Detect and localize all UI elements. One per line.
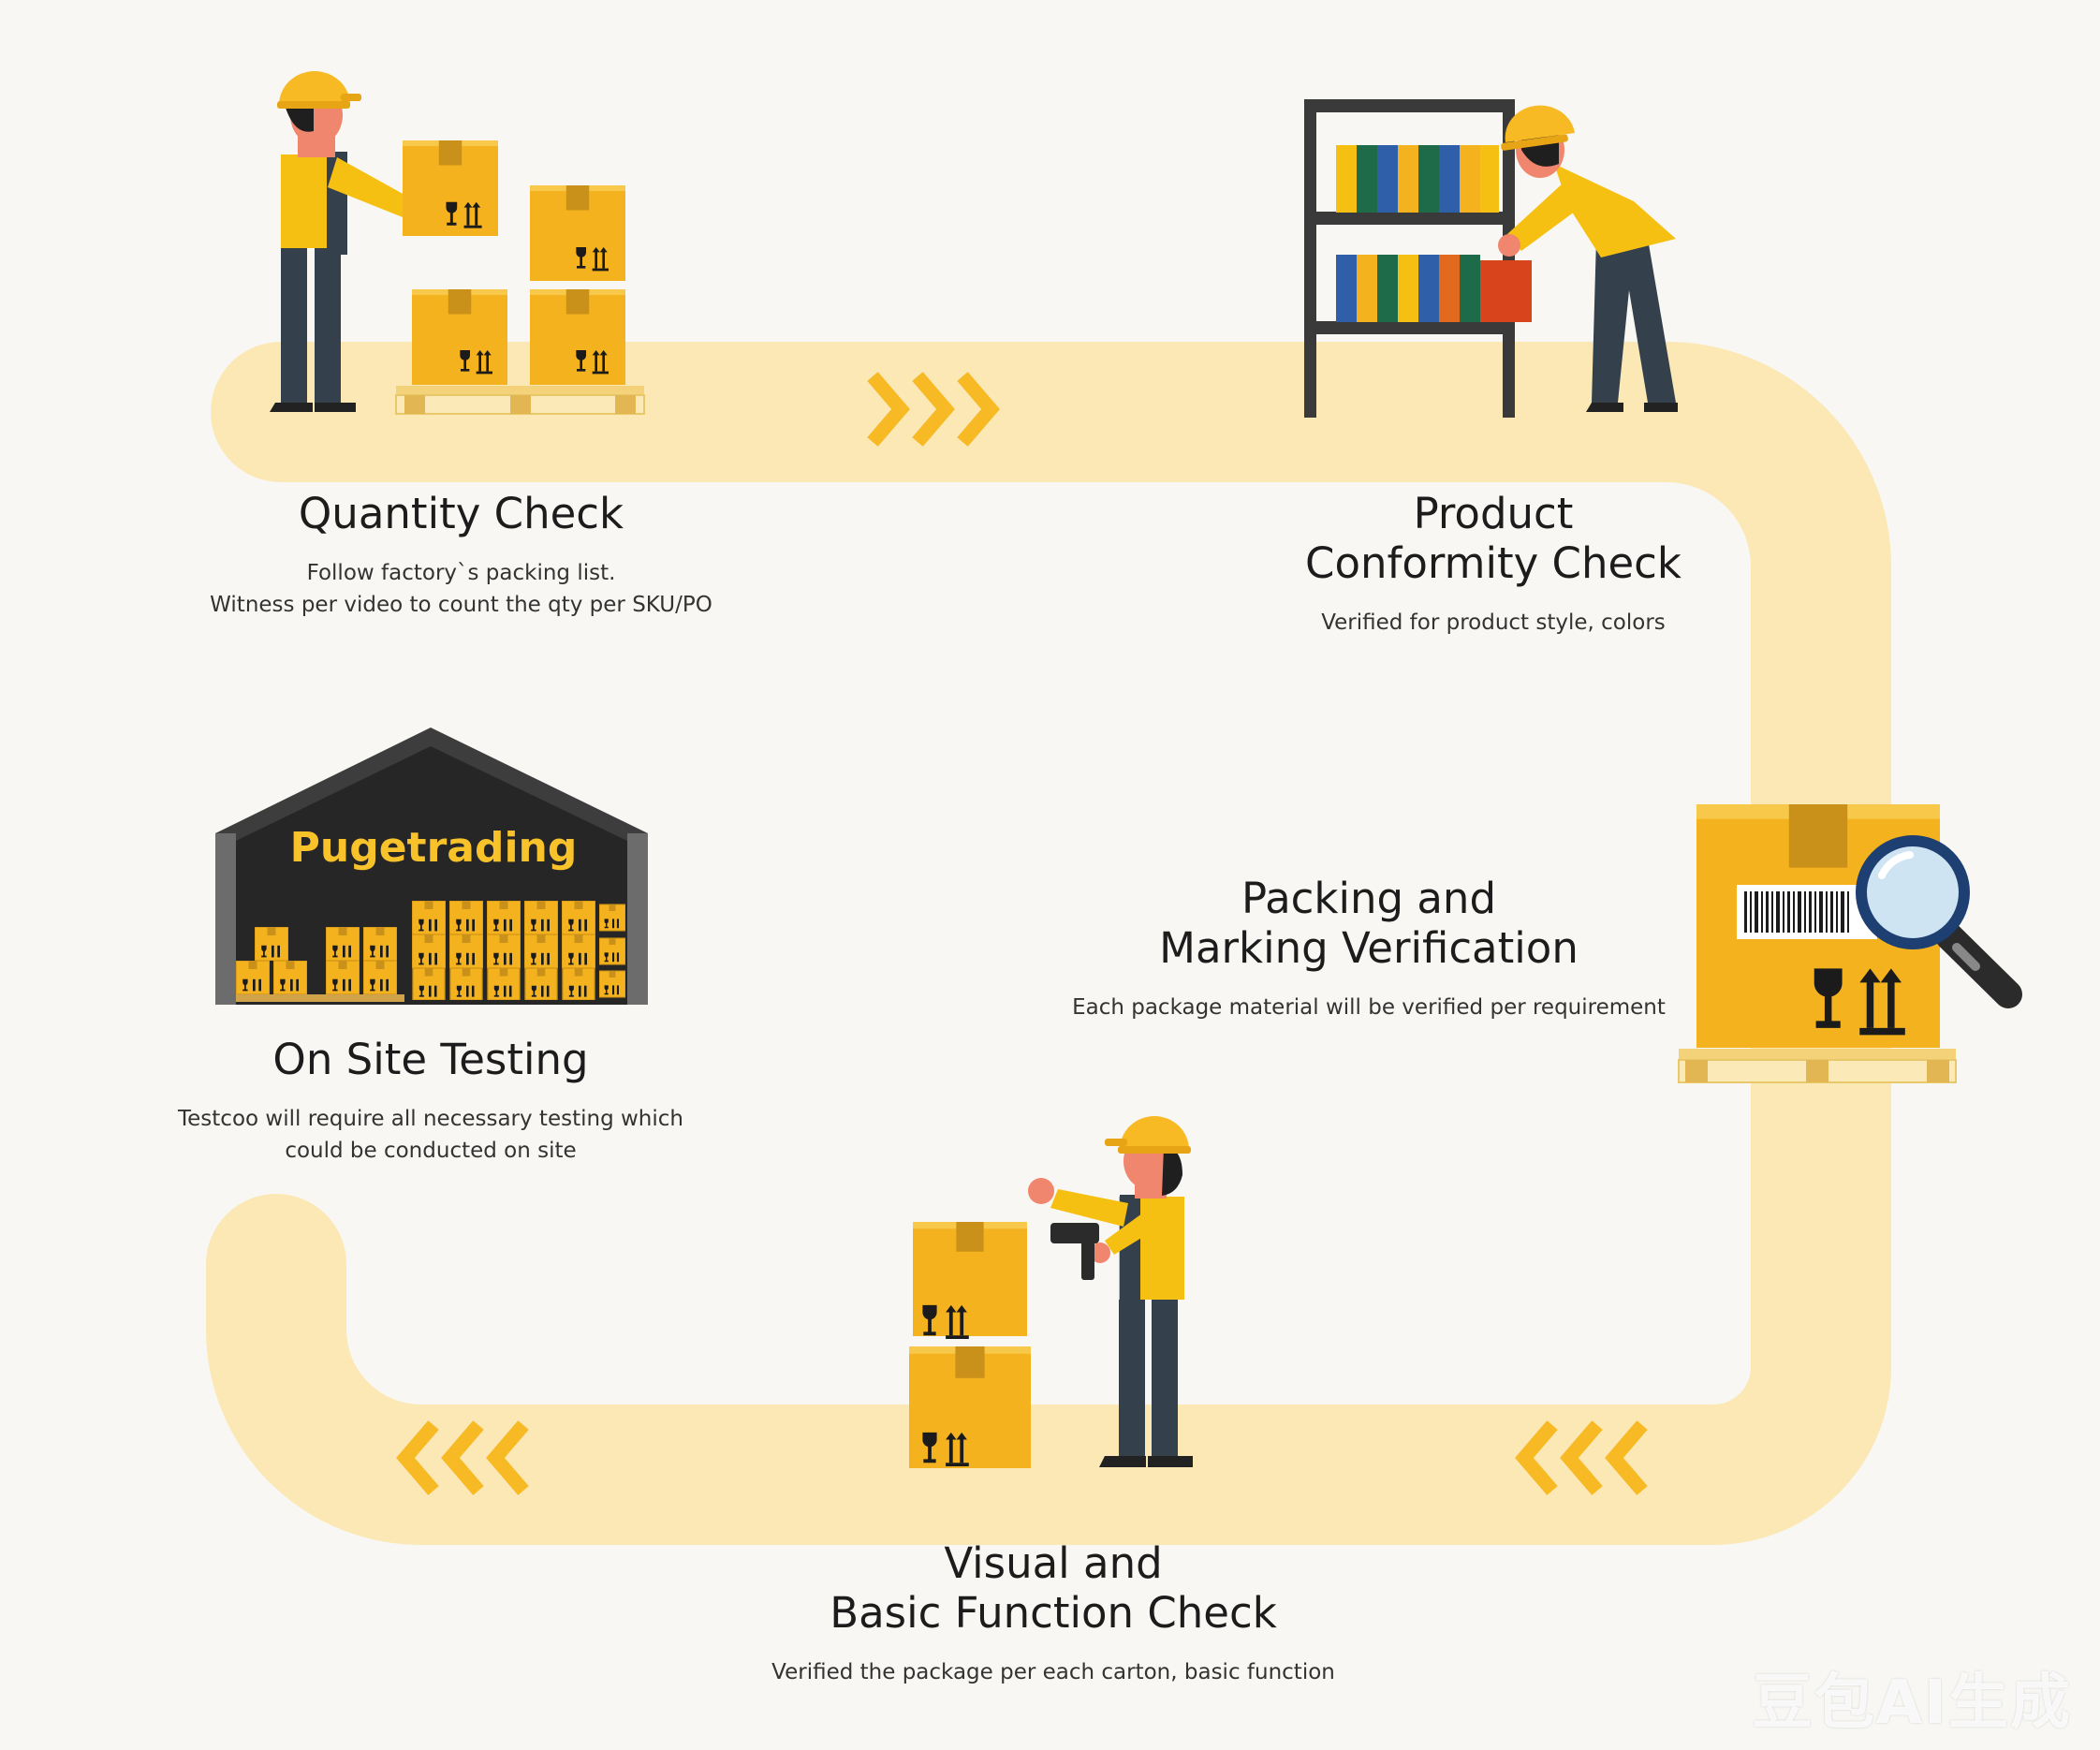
magnifier-icon <box>1856 835 2022 1008</box>
worker <box>1498 105 1678 412</box>
step-on-site-testing: On Site Testing Testcoo will require all… <box>169 1035 693 1167</box>
worker <box>270 71 440 412</box>
product-conformity-illustration <box>1304 99 1678 418</box>
step-title: Packing and Marking Verification <box>1159 874 1579 973</box>
step-title: Visual and Basic Function Check <box>830 1538 1277 1638</box>
warehouse-illustration: Pugetrading <box>215 728 648 1005</box>
step-description: Each package material will be verified p… <box>1072 995 1666 1020</box>
chevron-left-icon <box>1515 1420 1648 1495</box>
chevron-right-icon <box>867 372 1000 447</box>
process-path <box>206 342 1891 1545</box>
barcode-icon <box>1737 885 1877 939</box>
step-title: Product Conformity Check <box>1305 489 1681 588</box>
step-description: Follow factory`s packing list. Witness p… <box>210 561 712 617</box>
shelf-rack <box>1304 99 1532 418</box>
step-product-conformity-check: Product Conformity Check Verified for pr… <box>1245 489 1741 639</box>
scanner-icon <box>1050 1223 1099 1280</box>
step-description: Testcoo will require all necessary testi… <box>178 1107 683 1163</box>
hard-hat-icon <box>279 71 350 105</box>
step-visual-basic-function-check: Visual and Basic Function Check Verified… <box>754 1538 1353 1688</box>
step-description: Verified the package per each carton, ba… <box>771 1660 1335 1684</box>
quantity-check-illustration <box>270 71 645 415</box>
worker <box>1028 1116 1193 1467</box>
hard-hat-icon <box>1505 105 1575 142</box>
watermark: 豆包AI生成 <box>1752 1669 2072 1738</box>
step-title: On Site Testing <box>272 1035 589 1084</box>
warehouse-sign: Pugetrading <box>290 824 578 872</box>
pallet <box>395 386 645 415</box>
step-quantity-check: Quantity Check Follow factory`s packing … <box>178 489 744 621</box>
visual-function-illustration <box>909 1116 1193 1468</box>
step-packing-marking-verification: Packing and Marking Verification Each pa… <box>1069 874 1668 1023</box>
step-description: Verified for product style, colors <box>1321 610 1666 635</box>
step-title: Quantity Check <box>298 489 624 538</box>
chevron-left-icon <box>396 1420 529 1495</box>
pallet <box>1678 1049 1957 1083</box>
packing-marking-illustration <box>1678 804 2022 1083</box>
hard-hat-icon <box>1120 1116 1189 1150</box>
